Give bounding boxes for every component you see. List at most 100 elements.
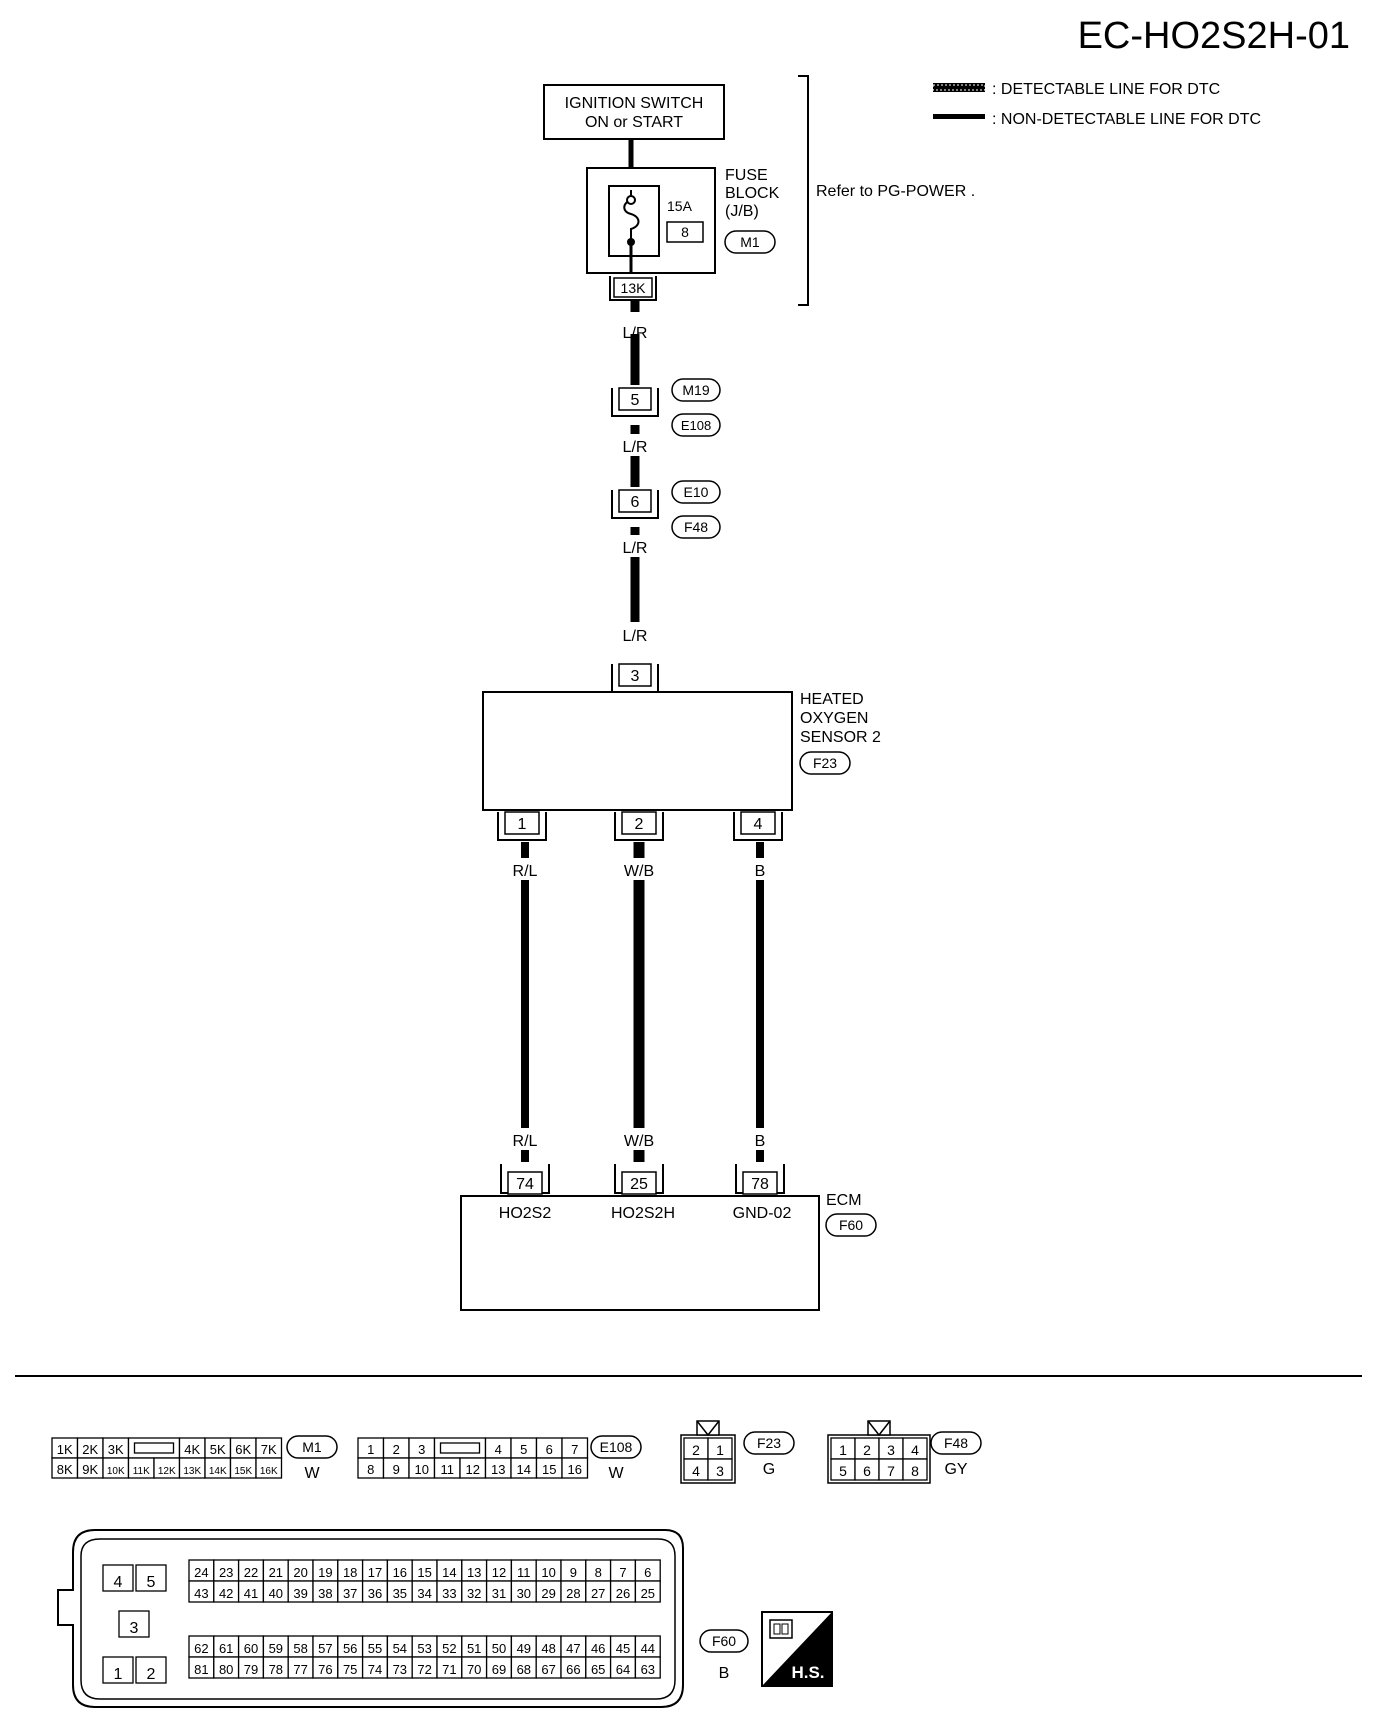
f60-pin-72: 72 bbox=[417, 1662, 431, 1677]
f60-pin-14: 14 bbox=[442, 1565, 456, 1580]
power-bracket bbox=[798, 75, 809, 306]
f60-pin-54: 54 bbox=[393, 1641, 407, 1656]
f60-pin-31: 31 bbox=[492, 1586, 506, 1601]
sensor-top-pin: 3 bbox=[631, 668, 640, 685]
f60-pin-43: 43 bbox=[194, 1586, 208, 1601]
wire-color-rl-top: R/L bbox=[513, 863, 538, 880]
e108-pin-2: 2 bbox=[393, 1442, 400, 1457]
svg-text:25: 25 bbox=[630, 1176, 648, 1193]
f60-pin-51: 51 bbox=[467, 1641, 481, 1656]
m1-pin-7K: 7K bbox=[261, 1442, 277, 1457]
sensor-line1: HEATED bbox=[800, 691, 864, 708]
f60-pin-29: 29 bbox=[541, 1586, 555, 1601]
e108-pin-6: 6 bbox=[546, 1442, 553, 1457]
sensor-pin-2: 2 bbox=[614, 811, 664, 841]
heated-oxygen-sensor-2: HEATED OXYGEN SENSOR 2 F23 bbox=[482, 691, 881, 811]
f60-pin-20: 20 bbox=[293, 1565, 307, 1580]
svg-text:74: 74 bbox=[516, 1176, 534, 1193]
f23-latch-icon bbox=[696, 1420, 720, 1436]
ignition-line2: ON or START bbox=[585, 114, 683, 131]
f60-pin-16: 16 bbox=[393, 1565, 407, 1580]
sensor-line3: SENSOR 2 bbox=[800, 729, 881, 746]
f60-pin-63: 63 bbox=[641, 1662, 655, 1677]
fuse-block-line3: (J/B) bbox=[725, 203, 759, 220]
f60-pin-6: 6 bbox=[644, 1565, 651, 1580]
sensor-pin-1: 1 bbox=[497, 811, 547, 841]
m1-pin-5K: 5K bbox=[210, 1442, 226, 1457]
m1-pin-1K: 1K bbox=[57, 1442, 73, 1457]
m1-connector-color: W bbox=[304, 1465, 320, 1482]
m1-pin-6K: 6K bbox=[235, 1442, 251, 1457]
wire-color-b-top: B bbox=[755, 863, 766, 880]
f60-pin-24: 24 bbox=[194, 1565, 208, 1580]
f60-pin-17: 17 bbox=[368, 1565, 382, 1580]
ecm-pin-25: 25 bbox=[614, 1162, 666, 1198]
f60-pin-23: 23 bbox=[219, 1565, 233, 1580]
m1-pin-4K: 4K bbox=[184, 1442, 200, 1457]
svg-text:78: 78 bbox=[751, 1176, 769, 1193]
f60-pin-4: 4 bbox=[114, 1574, 123, 1591]
f60-pin-13: 13 bbox=[467, 1565, 481, 1580]
f60-pin-70: 70 bbox=[467, 1662, 481, 1677]
f60-pin-52: 52 bbox=[442, 1641, 456, 1656]
e108-pin-12: 12 bbox=[466, 1462, 480, 1477]
f60-pin-56: 56 bbox=[343, 1641, 357, 1656]
ecm-terminal-gnd02: GND-02 bbox=[733, 1205, 792, 1222]
f60-pin-76: 76 bbox=[318, 1662, 332, 1677]
m1-pin-14K: 14K bbox=[209, 1466, 227, 1477]
f60-pin-80: 80 bbox=[219, 1662, 233, 1677]
f60-pin-69: 69 bbox=[492, 1662, 506, 1677]
f60-pin-10: 10 bbox=[541, 1565, 555, 1580]
wire-color-wb-top: W/B bbox=[624, 863, 654, 880]
fuse-block-line2: BLOCK bbox=[725, 185, 780, 202]
f60-pin-5: 5 bbox=[147, 1574, 156, 1591]
wire-color-lr-1: L/R bbox=[623, 325, 648, 342]
e108-pin-4: 4 bbox=[495, 1442, 502, 1457]
f48-pin-6: 6 bbox=[863, 1463, 871, 1479]
f48-pin-2: 2 bbox=[863, 1442, 871, 1458]
sensor-line2: OXYGEN bbox=[800, 710, 868, 727]
f60-pin-37: 37 bbox=[343, 1586, 357, 1601]
f60-pin-45: 45 bbox=[616, 1641, 630, 1656]
f60-pin-22: 22 bbox=[244, 1565, 258, 1580]
e108-pin-5: 5 bbox=[520, 1442, 527, 1457]
f48-pin-7: 7 bbox=[887, 1463, 895, 1479]
fuse-block-connector-id: M1 bbox=[740, 234, 760, 250]
legend-detectable-line-icon bbox=[933, 83, 985, 92]
f23-connector-color: G bbox=[763, 1461, 775, 1478]
f60-pin-40: 40 bbox=[269, 1586, 283, 1601]
ecm-connector-id: F60 bbox=[839, 1217, 863, 1233]
f60-pin-33: 33 bbox=[442, 1586, 456, 1601]
f60-pin-19: 19 bbox=[318, 1565, 332, 1580]
m1-pin-11K: 11K bbox=[133, 1466, 150, 1477]
f60-pin-50: 50 bbox=[492, 1641, 506, 1656]
sensor-pin-4: 4 bbox=[733, 811, 783, 841]
f60-pin-34: 34 bbox=[417, 1586, 431, 1601]
e108-pin-8: 8 bbox=[367, 1462, 374, 1477]
f60-pin-36: 36 bbox=[368, 1586, 382, 1601]
f60-pin-59: 59 bbox=[269, 1641, 283, 1656]
e108-connector-id: E108 bbox=[600, 1439, 633, 1455]
junction2-bottom-id: F48 bbox=[684, 519, 708, 535]
wire-color-lr-4: L/R bbox=[623, 628, 648, 645]
e108-pin-11: 11 bbox=[441, 1462, 455, 1477]
refer-text: Refer to PG-POWER . bbox=[816, 183, 975, 200]
f60-pin-44: 44 bbox=[641, 1641, 655, 1656]
f60-pin-75: 75 bbox=[343, 1662, 357, 1677]
legend-non-detectable-line-icon bbox=[933, 114, 985, 119]
f60-pin-15: 15 bbox=[417, 1565, 431, 1580]
f60-pin-65: 65 bbox=[591, 1662, 605, 1677]
f48-connector-color: GY bbox=[944, 1461, 967, 1478]
f60-pin-47: 47 bbox=[566, 1641, 580, 1656]
ecm-module: HO2S2 HO2S2H GND-02 ECM F60 bbox=[460, 1192, 877, 1311]
diagram-code: EC-HO2S2H-01 bbox=[1078, 15, 1350, 57]
m1-connector-id: M1 bbox=[302, 1439, 322, 1455]
f23-pin-4: 4 bbox=[692, 1463, 700, 1479]
f60-pin-26: 26 bbox=[616, 1586, 630, 1601]
junction1-pin: 5 bbox=[631, 392, 640, 409]
junction1-top-id: M19 bbox=[682, 382, 709, 398]
